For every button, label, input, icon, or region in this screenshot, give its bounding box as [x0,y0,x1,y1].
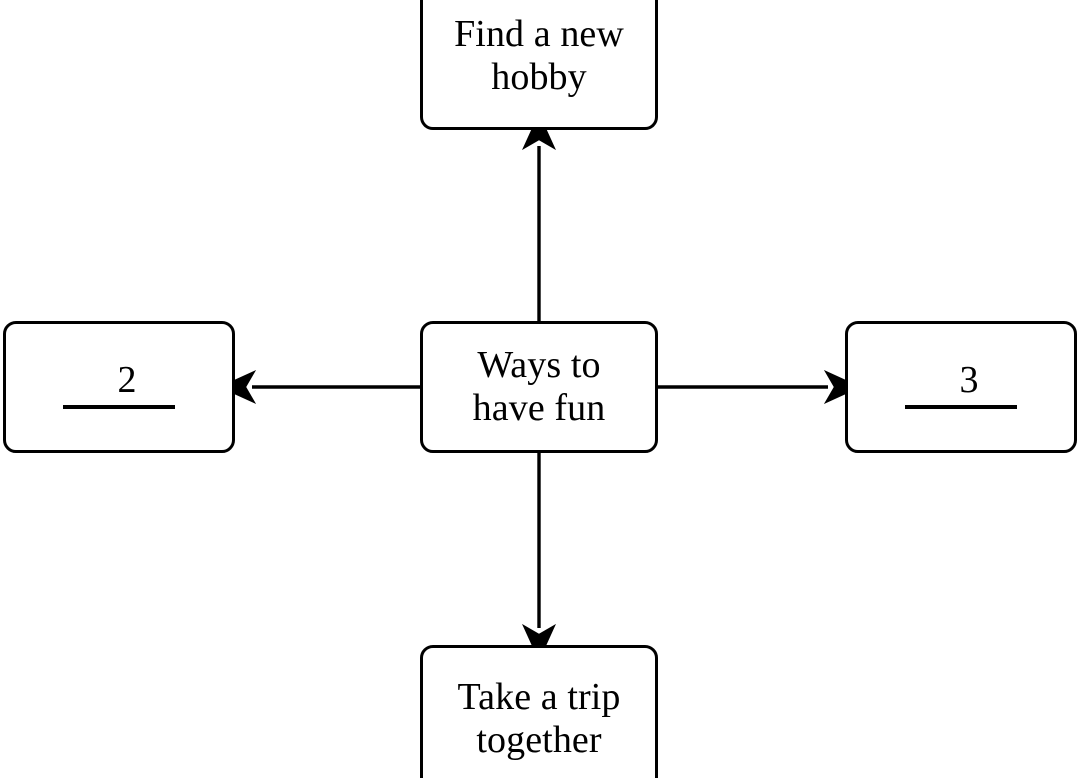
node-top-label: Find a new hobby [454,13,624,98]
blank-number-3: 3 [959,359,979,401]
blank-rule-3[interactable] [905,405,1017,409]
node-take-a-trip-together[interactable]: Take a trip together [420,645,658,778]
blank-stack-2: 2 [63,361,175,409]
blank-number-2: 2 [117,359,137,401]
node-find-a-new-hobby[interactable]: Find a new hobby [420,0,658,130]
node-ways-to-have-fun[interactable]: Ways to have fun [420,321,658,453]
node-center-label: Ways to have fun [472,344,606,429]
node-blank-2[interactable]: 2 [3,321,235,453]
blank-stack-3: 3 [905,361,1017,409]
node-blank-3[interactable]: 3 [845,321,1077,453]
blank-rule-2[interactable] [63,405,175,409]
node-bottom-label: Take a trip together [457,676,621,761]
